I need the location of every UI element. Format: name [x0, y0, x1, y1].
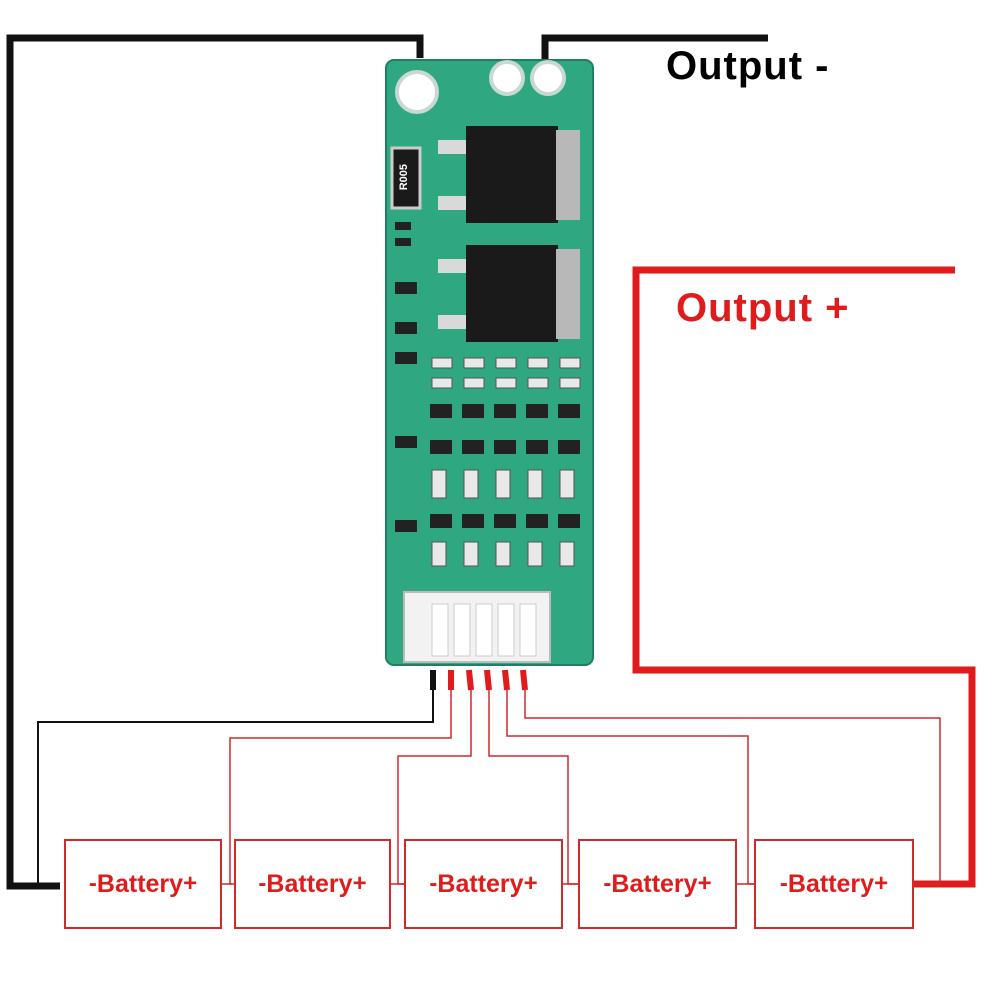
battery-plus-sign: + — [697, 870, 712, 897]
battery-cell-5: - Battery + — [754, 839, 914, 929]
red-output-plus-wire — [632, 266, 976, 888]
battery-cell-3: - Battery + — [404, 839, 563, 929]
shunt-resistor-label: R005 — [398, 164, 410, 191]
battery-plus-sign: + — [874, 870, 889, 897]
mosfet-icon — [438, 245, 580, 342]
mosfet-icon — [438, 126, 580, 223]
battery-label: Battery — [787, 869, 875, 898]
battery-minus-sign: - — [258, 870, 267, 897]
battery-plus-sign: + — [183, 870, 198, 897]
bms-circuit-board-icon — [385, 59, 594, 666]
battery-minus-sign: - — [429, 870, 438, 897]
battery-label: Battery — [437, 869, 524, 898]
battery-label: Battery — [96, 869, 184, 898]
battery-minus-sign: - — [779, 870, 788, 897]
battery-cell-1: - Battery + — [64, 839, 222, 929]
battery-label: Battery — [611, 869, 698, 898]
output-plus-label: Output + — [676, 286, 850, 330]
output-minus-label: Output - — [666, 44, 830, 88]
black-bminus-wire — [6, 34, 424, 890]
battery-minus-sign: - — [88, 870, 97, 897]
battery-minus-sign: - — [603, 870, 612, 897]
battery-plus-sign: + — [523, 870, 538, 897]
black-output-minus-wire — [541, 34, 768, 62]
battery-label: Battery — [266, 869, 353, 898]
battery-plus-sign: + — [352, 870, 367, 897]
battery-cell-2: - Battery + — [234, 839, 391, 929]
balance-connector-icon — [403, 591, 551, 663]
battery-cell-4: - Battery + — [578, 839, 737, 929]
